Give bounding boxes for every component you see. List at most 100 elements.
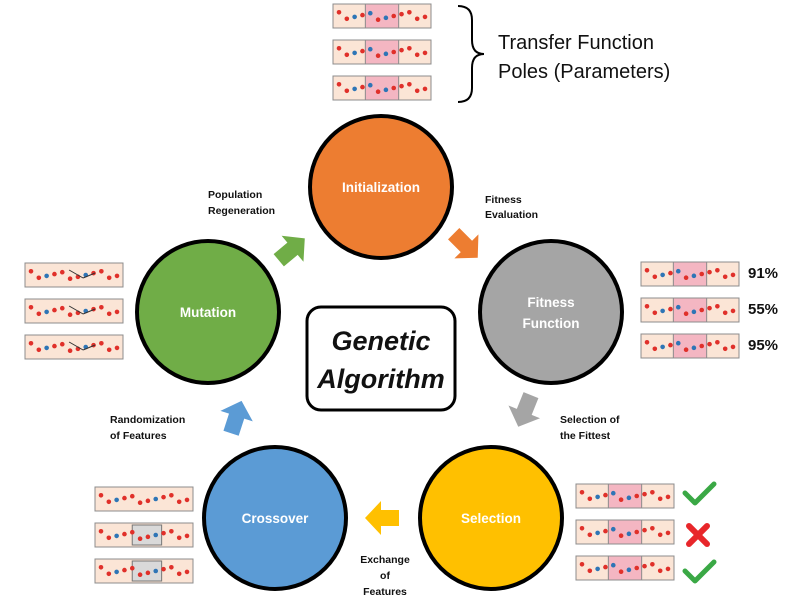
gene-blue [610,562,616,568]
gene-red [715,340,720,345]
fitness-score-3: 95% [748,337,778,354]
gene-red [603,528,608,534]
gene-red [391,49,397,55]
gene-blue [595,530,600,536]
gene-blue [675,304,681,310]
gene-red [67,312,73,317]
label-selection-line1: Selection of [560,414,620,426]
label-exchange-line1: Exchange [360,554,410,566]
gene-blue [675,340,681,346]
gene-blue [352,14,357,20]
chromosome-strip [640,333,740,359]
gene-red [699,343,705,349]
gene-red [650,490,655,495]
gene-red [715,268,720,273]
gene-red [715,304,720,309]
gene-red [99,305,104,310]
chromosomes-fitness [640,261,740,359]
node-fitness-label-line1: Fitness [527,295,574,310]
node-initialization: Initialization [308,114,454,260]
gene-red [98,493,104,498]
node-mutation: Mutation [135,239,281,385]
node-selection: Selection [418,445,564,591]
gene-red [642,563,647,569]
label-exchange-line3: Features [363,586,407,598]
label-fitness-evaluation: Fitness Evaluation [485,194,538,221]
gene-red [407,46,412,51]
label-exchange-line2: of [380,570,390,582]
gene-red [668,342,673,348]
gene-red [730,308,736,314]
gene-red [618,497,624,502]
brace-label-line2: Poles (Parameters) [498,61,670,83]
gene-blue [626,567,632,573]
gene-red [98,529,104,534]
gene-red [169,565,174,570]
gene-red [603,492,608,498]
gene-red [106,535,112,541]
gene-red [52,343,57,349]
arrow-selection-shape [508,392,541,427]
chromosomes-initialization [332,3,432,101]
gene-blue [383,87,389,93]
label-exchange-of-features: Exchange of Features [360,554,410,598]
gene-red [169,529,174,534]
gene-link [68,341,84,351]
gene-red [399,11,404,17]
chromosome-strip [640,297,740,323]
arrow-randomization-of-features [220,400,253,436]
gene-red [634,493,640,499]
gene-blue [367,82,373,88]
label-selection-line2: the Fittest [560,430,611,442]
gene-red [414,16,420,22]
gene-red [422,14,428,20]
gene-red [587,568,593,574]
gene-red [603,564,608,570]
gene-red [137,536,143,541]
gene-red [122,531,127,537]
gene-red [730,344,736,350]
chromosomes-selection [575,483,675,581]
label-regeneration-line2: Regeneration [208,205,275,217]
chromosome-body [24,262,124,288]
chromosome-strip [94,486,194,512]
gene-red [99,341,104,346]
gene-red [106,311,112,317]
gene-red [129,493,135,499]
gene-red [36,275,42,281]
gene-blue [383,51,389,57]
node-fitness-function: Fitness Function [478,239,624,385]
gene-red [145,534,151,540]
node-crossover-circle [202,445,348,591]
gene-link [82,308,96,315]
chromosome-strip [575,483,675,509]
gene-blue [367,46,373,52]
gene-blue [691,309,697,315]
gene-red [722,310,728,316]
chromosome-strip [24,262,124,288]
chromosome-strip [24,298,124,324]
chromosome-strip [94,558,194,584]
gene-red [730,272,736,278]
gene-red [28,269,34,274]
gene-red [634,529,640,535]
gene-red [587,496,593,502]
gene-red [634,565,640,571]
gene-red [99,269,104,274]
arrow-regeneration-shape [273,235,305,267]
gene-red [28,341,34,346]
gene-red [67,276,73,281]
gene-blue [660,308,665,314]
gene-red [336,46,342,51]
gene-red [336,82,342,87]
gene-red [422,50,428,56]
chromosome-strip [575,519,675,545]
gene-blue [691,273,697,279]
gene-red [52,307,57,313]
gene-red [176,499,182,505]
gene-red [114,309,120,315]
gene-red [137,500,143,505]
chromosome-strip [640,261,740,287]
arrow-fitness-evaluation-shape [448,228,479,259]
